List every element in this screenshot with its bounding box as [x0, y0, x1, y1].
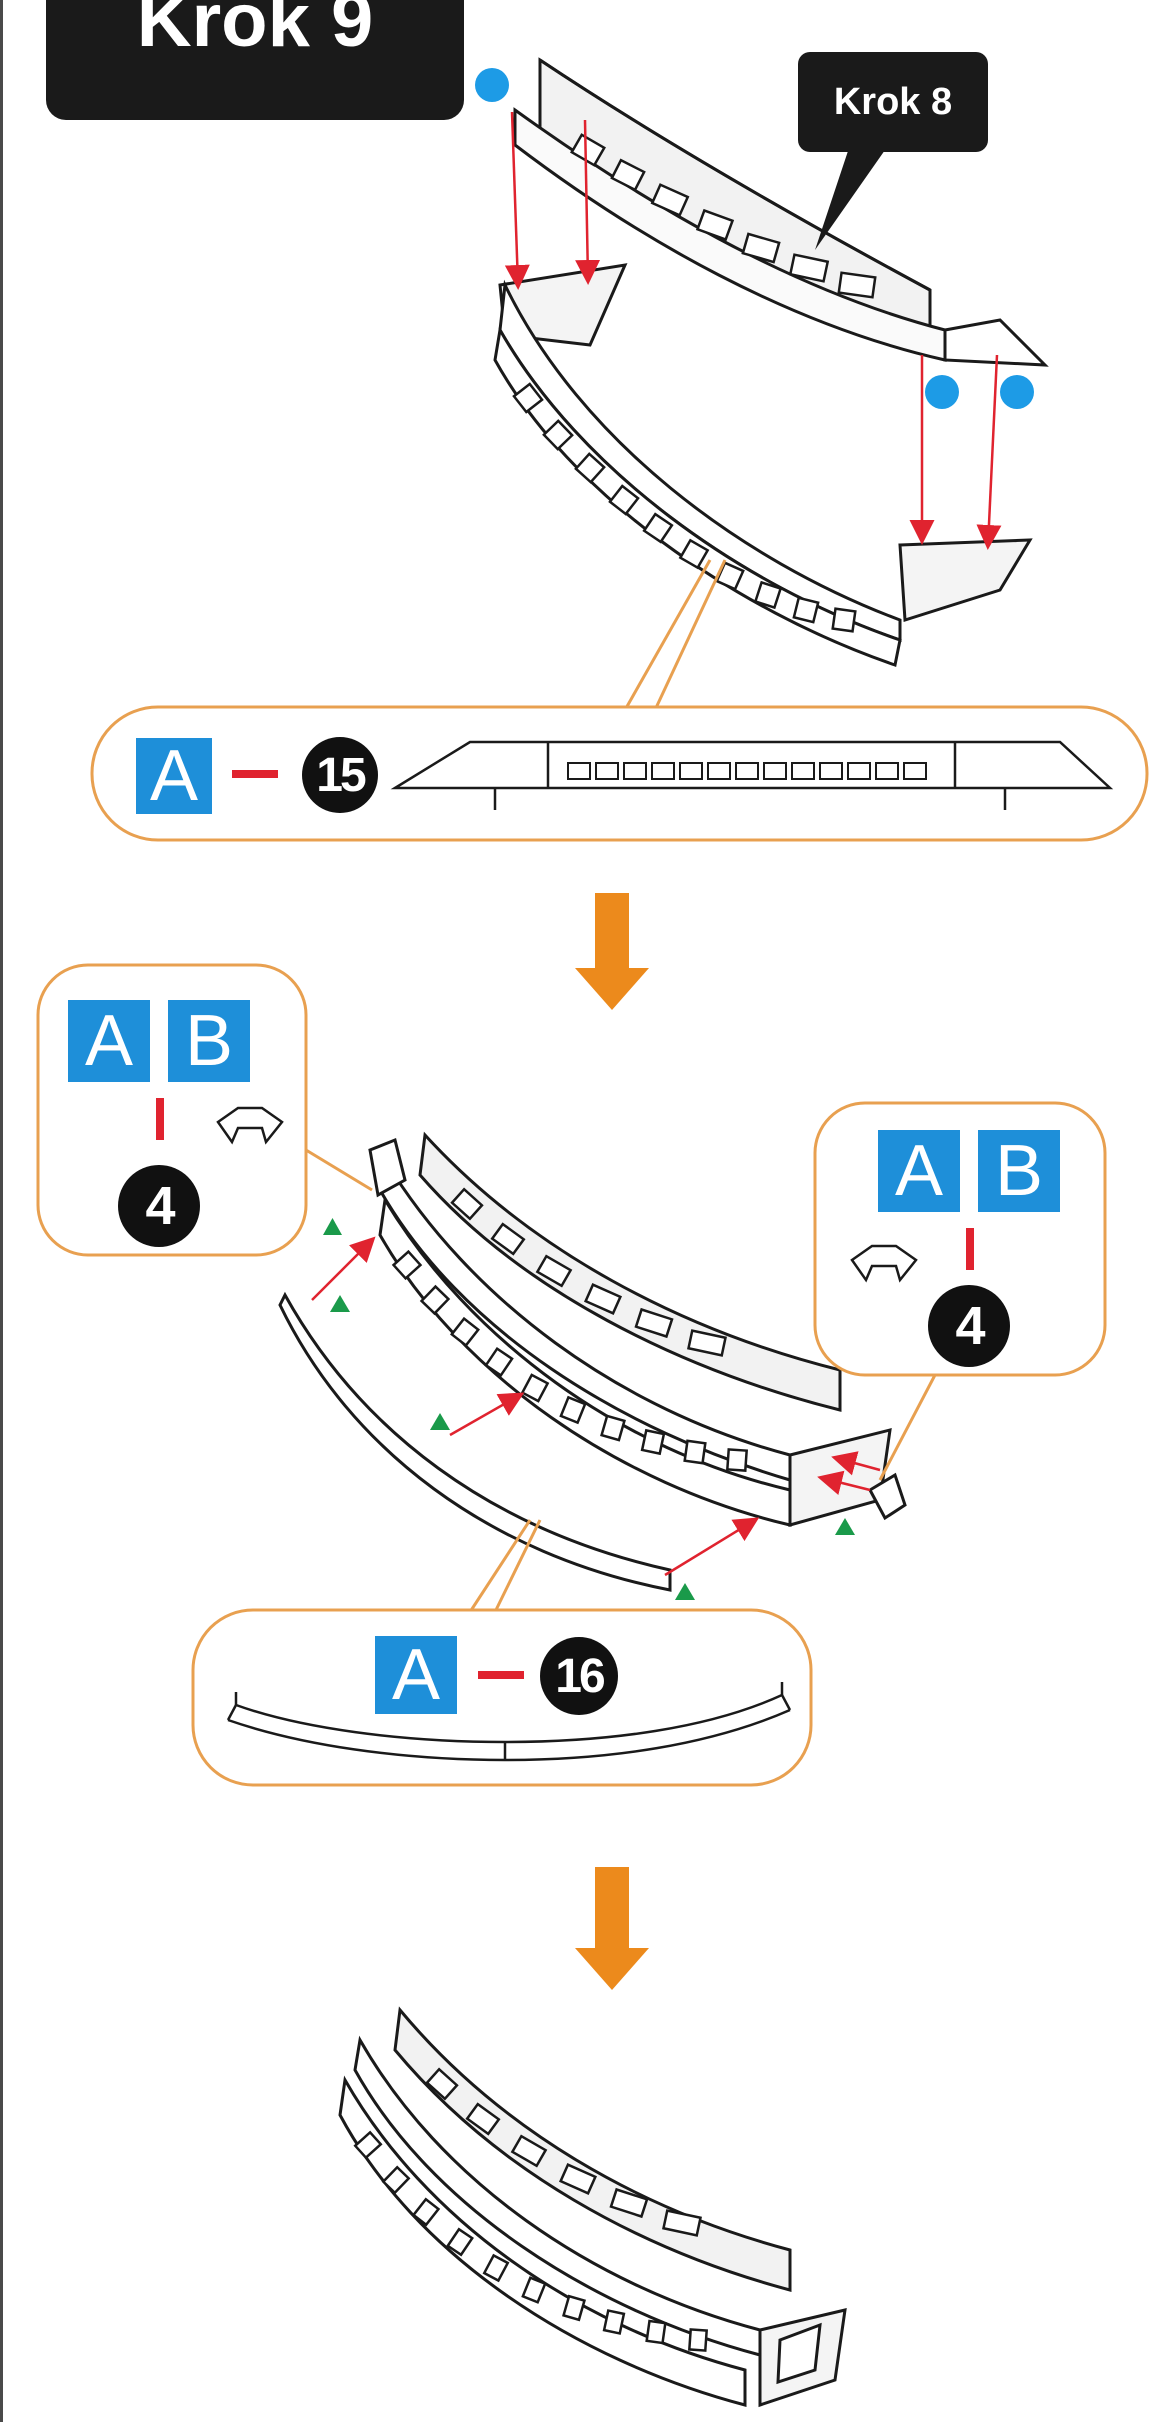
connector-left-panel — [36, 963, 308, 1257]
part-number-badge: 4 — [118, 1165, 200, 1247]
part-16-flat-drawing — [226, 1682, 792, 1762]
callout-pointer — [815, 145, 885, 250]
step-title: Krok 9 — [46, 0, 464, 120]
red-guide-lines-top — [504, 111, 1002, 550]
red-guide-lines-middle — [311, 1236, 881, 1577]
green-triangle-markers — [323, 1218, 855, 1600]
part-16-panel — [191, 1608, 813, 1787]
connector-icon-right — [850, 1244, 918, 1283]
sheet-tag: A — [878, 1130, 960, 1212]
part-number-badge: 16 — [540, 1637, 618, 1715]
part-15-flat-drawing — [390, 740, 1114, 810]
lower-part-15-assembly — [493, 263, 1033, 667]
sheet-tag: B — [978, 1130, 1060, 1212]
upper-assembly-krok8-piece — [513, 57, 1049, 367]
blue-dot-marker — [1000, 375, 1034, 409]
step-arrow-down — [575, 1867, 649, 1990]
sheet-tag: A — [136, 738, 212, 814]
connector-right-panel — [813, 1101, 1107, 1377]
panel-1-lead-lines — [623, 559, 727, 711]
separator-dash — [156, 1098, 164, 1140]
separator-dash — [232, 770, 278, 778]
part-number-badge: 15 — [302, 737, 378, 813]
sheet-tag: A — [375, 1636, 457, 1714]
connector-icon-left — [216, 1106, 284, 1145]
part-number-badge: 4 — [928, 1285, 1010, 1367]
blue-dot-marker — [475, 68, 509, 102]
separator-dash — [966, 1228, 974, 1270]
separator-dash — [478, 1671, 524, 1679]
step-reference-callout: Krok 8 — [798, 52, 988, 152]
sheet-tag: A — [68, 1000, 150, 1082]
final-assembly — [338, 2006, 847, 2408]
sheet-tag: B — [168, 1000, 250, 1082]
page-left-rule — [0, 0, 3, 2422]
middle-assembly — [278, 1131, 907, 1592]
panel-2-lead-lines — [468, 1519, 542, 1613]
step-arrow-down — [575, 893, 649, 1010]
blue-dot-marker — [925, 375, 959, 409]
